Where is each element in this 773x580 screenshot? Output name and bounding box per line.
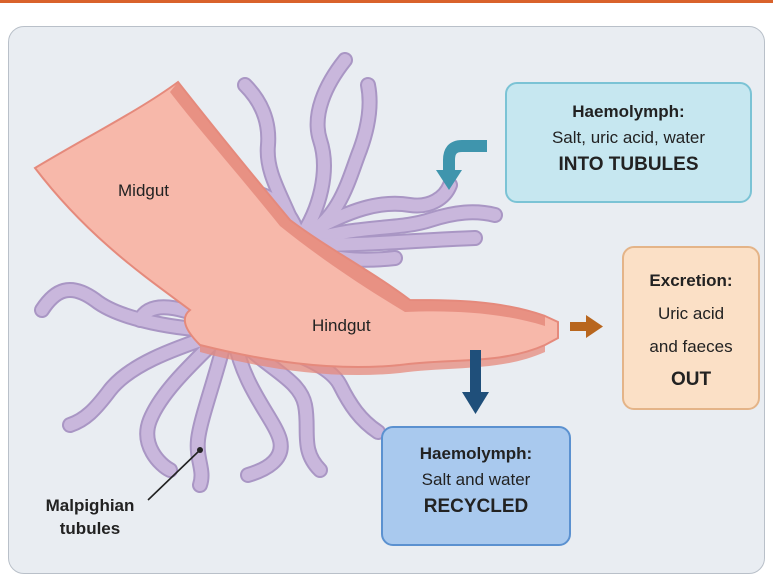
- excretion-box-line2: and faeces: [624, 332, 758, 361]
- recycled-box-heading: Haemolymph:: [383, 444, 569, 464]
- hindgut-label: Hindgut: [312, 316, 371, 336]
- excretion-box-action: OUT: [624, 365, 758, 394]
- excretion-box-heading: Excretion:: [624, 266, 758, 295]
- malpighian-label-line2: tubules: [20, 517, 160, 540]
- haemolymph-into-tubules-box: Haemolymph: Salt, uric acid, water INTO …: [505, 82, 752, 203]
- into-box-subtext: Salt, uric acid, water: [507, 128, 750, 148]
- haemolymph-recycled-box: Haemolymph: Salt and water RECYCLED: [381, 426, 571, 546]
- excretion-box-line1: Uric acid: [624, 299, 758, 328]
- excretion-out-arrow-icon: [570, 315, 603, 338]
- into-box-action: INTO TUBULES: [507, 154, 750, 176]
- gut: [35, 82, 558, 375]
- malpighian-tubules-label: Malpighian tubules: [20, 494, 160, 540]
- midgut-label: Midgut: [118, 181, 169, 201]
- malpighian-label-line1: Malpighian: [20, 494, 160, 517]
- excretion-box: Excretion: Uric acid and faeces OUT: [622, 246, 760, 410]
- recycled-box-action: RECYCLED: [383, 496, 569, 518]
- recycled-box-subtext: Salt and water: [383, 470, 569, 490]
- into-box-heading: Haemolymph:: [507, 102, 750, 122]
